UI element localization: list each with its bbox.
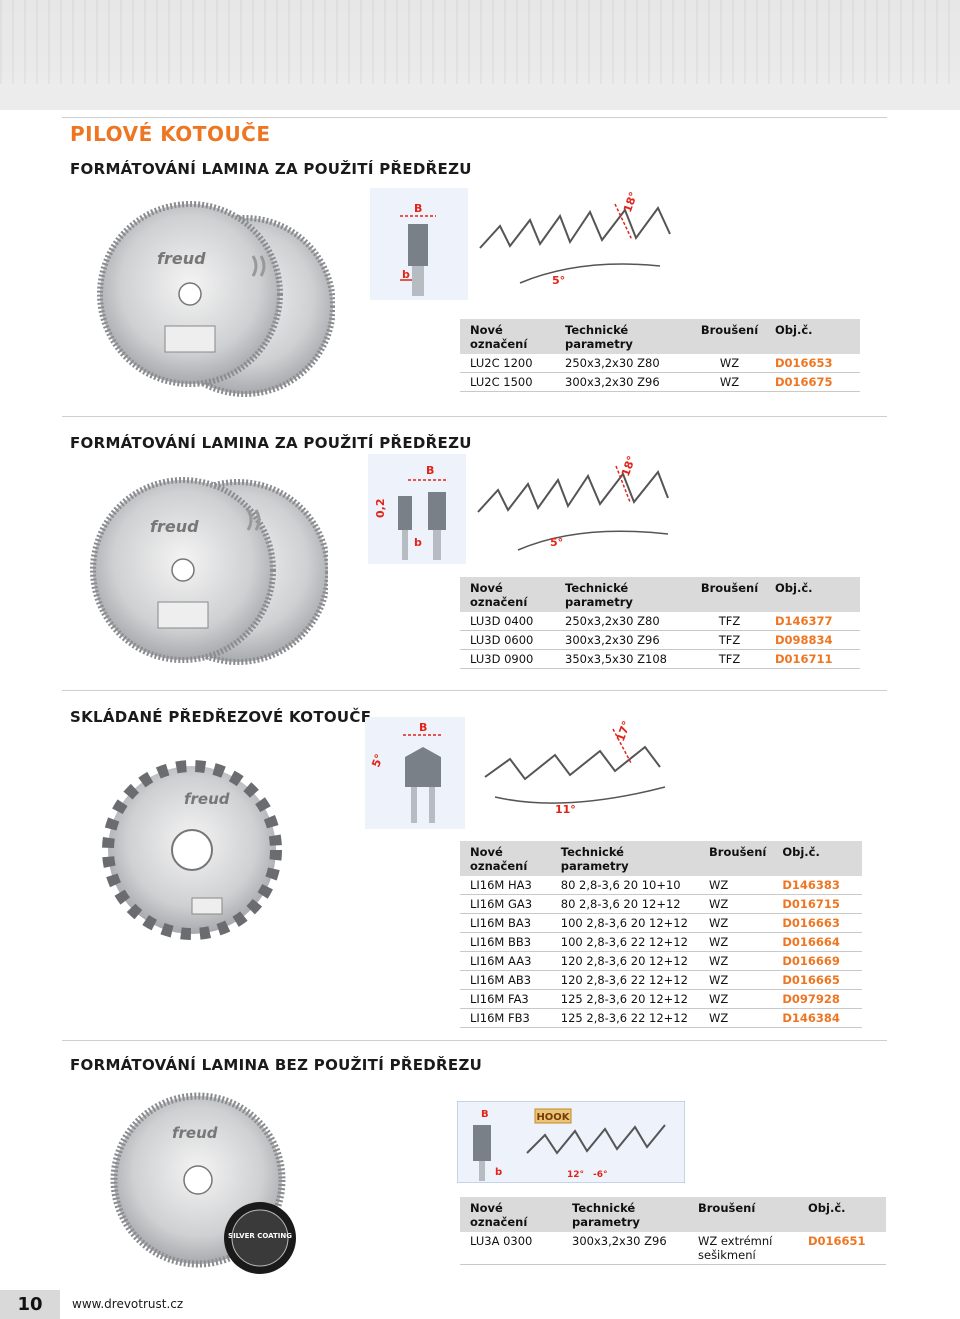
section-title-3: SKLÁDANÉ PŘEDŘEZOVÉ KOTOUČE	[70, 708, 372, 726]
col-header-grinding: Broušení	[688, 1197, 798, 1232]
svg-text:SILVER COATING: SILVER COATING	[228, 1232, 292, 1240]
col-header-params: Technické parametry	[550, 841, 700, 876]
spec-table-3: Nové označení Technické parametry Brouše…	[460, 841, 862, 1028]
svg-text:B: B	[426, 464, 434, 477]
svg-text:5°: 5°	[552, 274, 565, 287]
svg-text:B: B	[414, 202, 422, 215]
svg-text:12°: 12°	[567, 1170, 584, 1180]
svg-text:5°: 5°	[369, 752, 386, 769]
tooth-geometry-diagram-4: B b HOOK 12° -6°	[457, 1101, 685, 1183]
svg-text:18°: 18°	[621, 190, 640, 214]
table-header-row: Nové označení Technické parametry Brouše…	[460, 319, 860, 354]
divider	[62, 1040, 887, 1041]
svg-text:freud: freud	[184, 790, 230, 808]
page-title: PILOVÉ KOTOUČE	[70, 122, 271, 146]
svg-text:freud: freud	[150, 517, 199, 536]
section-title-1: FORMÁTOVÁNÍ LAMINA ZA POUŽITÍ PŘEDŘEZU	[70, 160, 472, 178]
divider	[62, 690, 887, 691]
footer-url: www.drevotrust.cz	[72, 1297, 184, 1311]
col-header-designation: Nové označení	[460, 841, 551, 876]
tooth-geometry-diagram-1: B b 18° 5°	[370, 188, 671, 300]
section-title-4: FORMÁTOVÁNÍ LAMINA BEZ POUŽITÍ PŘEDŘEZU	[70, 1056, 483, 1074]
col-header-params: Technické parametry	[562, 1197, 688, 1232]
svg-text:b: b	[414, 536, 422, 549]
svg-text:17°: 17°	[614, 719, 633, 743]
col-header-order-no: Obj.č.	[772, 841, 862, 876]
svg-text:18°: 18°	[619, 454, 638, 478]
col-header-order-no: Obj.č.	[765, 577, 860, 612]
col-header-grinding: Broušení	[690, 577, 765, 612]
svg-text:b: b	[402, 268, 410, 281]
table-header-row: Nové označení Technické parametry Brouše…	[460, 577, 860, 612]
tooth-geometry-diagram-3: B 5° 17° 11°	[365, 717, 666, 829]
col-header-designation: Nové označení	[460, 319, 555, 354]
col-header-grinding: Broušení	[699, 841, 773, 876]
col-header-designation: Nové označení	[460, 1197, 562, 1232]
col-header-grinding: Broušení	[690, 319, 765, 354]
table-header-row: Nové označení Technické parametry Brouše…	[460, 1197, 886, 1232]
col-header-params: Technické parametry	[555, 319, 690, 354]
col-header-order-no: Obj.č.	[798, 1197, 886, 1232]
blade-logo: freud	[157, 249, 206, 268]
col-header-params: Technické parametry	[555, 577, 690, 612]
saw-blade-image-3: freud	[102, 760, 282, 940]
divider	[62, 117, 887, 118]
tooth-geometry-diagram-2: 0,2 B b 18° 5°	[368, 454, 669, 564]
saw-blade-image-4: freud SILVER COATING	[110, 1092, 296, 1274]
spec-table-4: Nové označení Technické parametry Brouše…	[460, 1197, 886, 1265]
col-header-designation: Nové označení	[460, 577, 555, 612]
spec-table-2: Nové označení Technické parametry Brouše…	[460, 577, 860, 669]
svg-text:5°: 5°	[550, 536, 563, 549]
svg-text:freud: freud	[172, 1124, 218, 1142]
page-header-band	[0, 0, 960, 110]
divider	[62, 416, 887, 417]
saw-blade-image-2: freud	[90, 477, 328, 665]
svg-text:-6°: -6°	[593, 1170, 608, 1180]
page-number: 10	[0, 1290, 60, 1319]
svg-text:B: B	[481, 1109, 489, 1120]
svg-text:11°: 11°	[555, 803, 576, 816]
col-header-order-no: Obj.č.	[765, 319, 860, 354]
svg-text:HOOK: HOOK	[536, 1112, 570, 1123]
svg-text:B: B	[419, 721, 427, 734]
section-title-2: FORMÁTOVÁNÍ LAMINA ZA POUŽITÍ PŘEDŘEZU	[70, 434, 472, 452]
table-header-row: Nové označení Technické parametry Brouše…	[460, 841, 862, 876]
saw-blade-image-1: freud	[97, 201, 335, 397]
table-row: LU3A 0300 300x3,2x30 Z96 WZ extrémní seš…	[460, 1232, 886, 1265]
svg-text:0,2: 0,2	[374, 499, 387, 519]
svg-text:b: b	[495, 1167, 502, 1178]
spec-table-1: Nové označení Technické parametry Brouše…	[460, 319, 860, 392]
